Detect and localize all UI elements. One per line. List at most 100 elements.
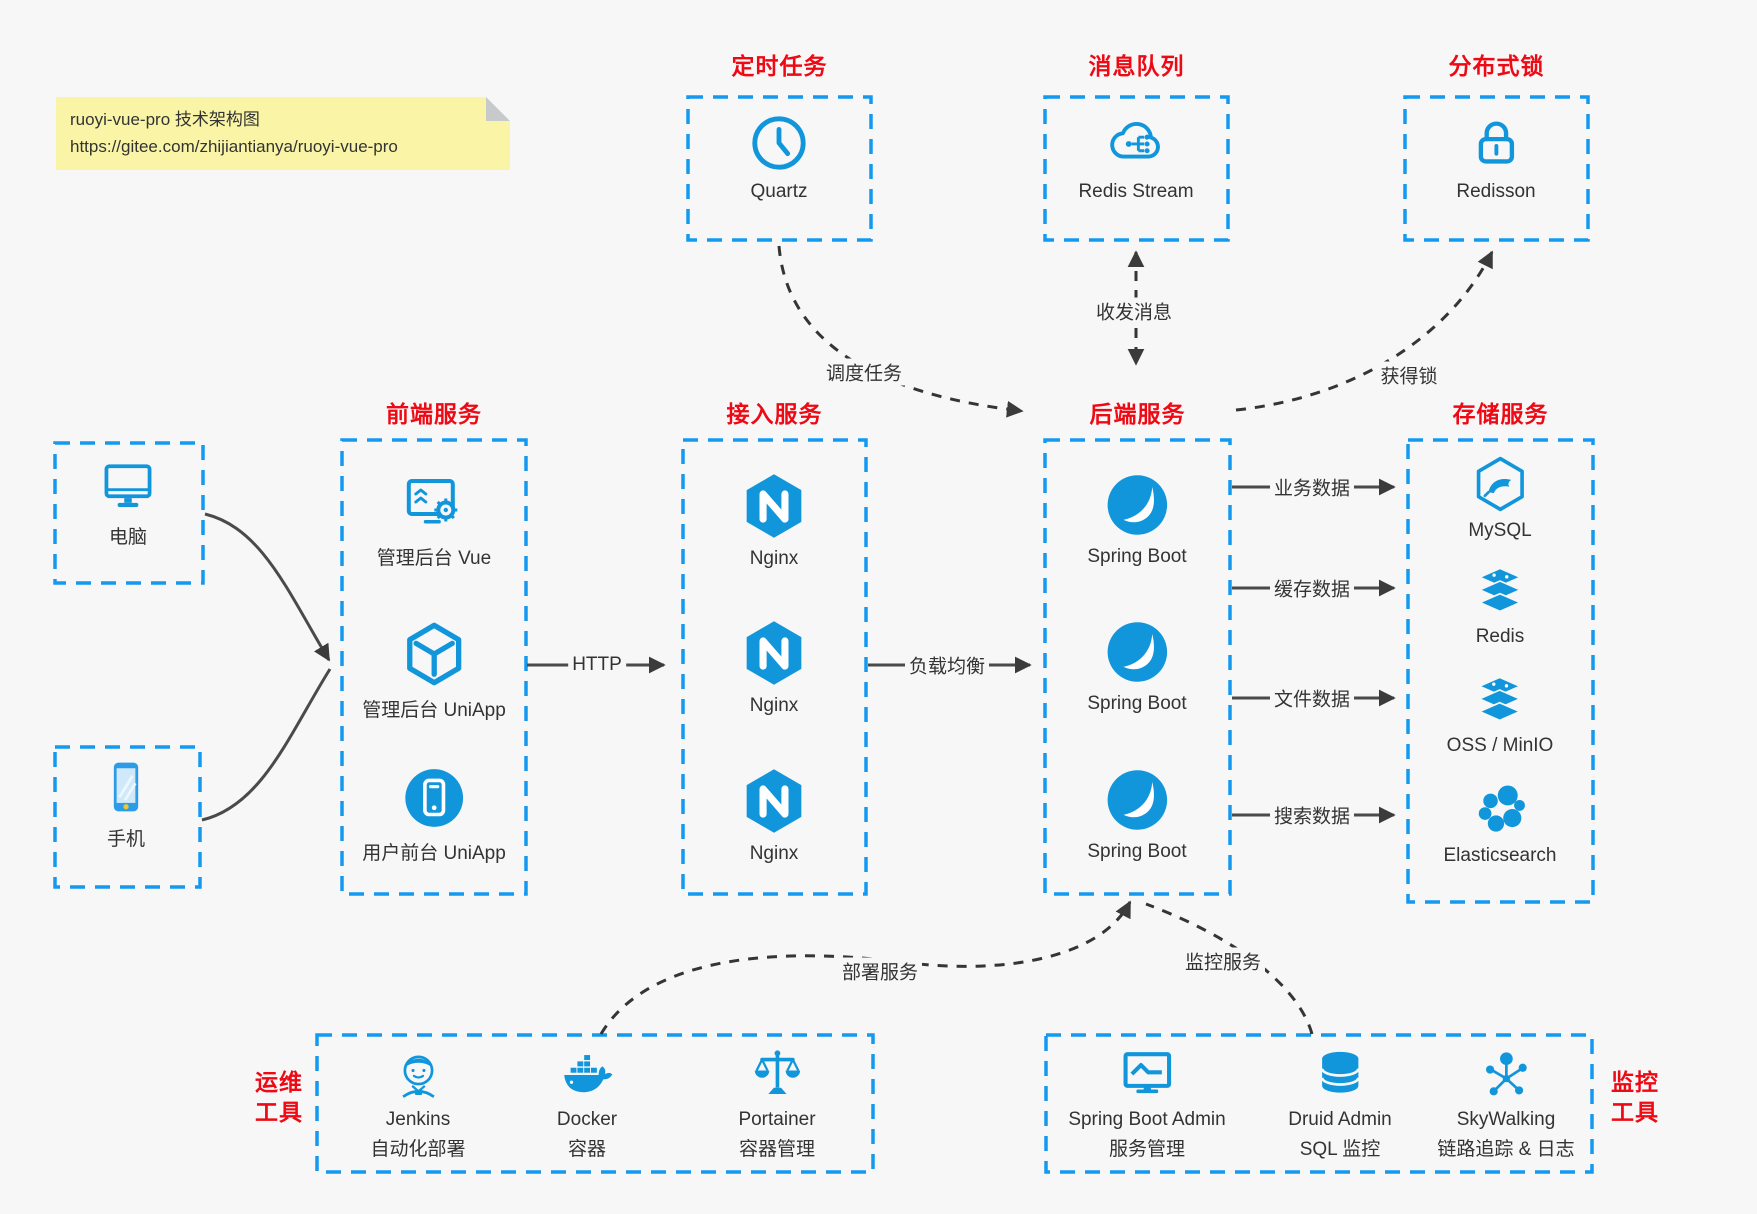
topology-icon [1485, 1052, 1527, 1096]
edge-label-business-data: 业务数据 [1269, 473, 1355, 501]
edge-label-monitor-service: 监控服务 [1180, 947, 1266, 975]
cloud-stream-icon [1109, 122, 1160, 159]
ops-tools-line2: 工具 [255, 1098, 303, 1125]
node-druid-admin: Druid Admin SQL 监控 [1288, 1046, 1392, 1161]
node-admin-vue: 管理后台 Vue [377, 472, 491, 570]
node-portainer: Portainer 容器管理 [738, 1046, 816, 1161]
layers-icon [1477, 676, 1523, 722]
note-fold-corner [486, 97, 510, 121]
nginx-icon [746, 621, 802, 685]
edge-phone-to-frontend [201, 668, 332, 822]
dashed-border [315, 1033, 875, 1174]
title-backend-services: 后端服务 [1089, 401, 1186, 427]
box-pc-client [53, 441, 205, 585]
edge-label-acquire-lock: 获得锁 [1376, 361, 1442, 389]
node-skywalking: SkyWalking 链路追踪 & 日志 [1437, 1046, 1575, 1161]
node-label: Nginx [749, 548, 799, 569]
node-docker: Docker 容器 [557, 1046, 617, 1161]
node-label: SkyWalking [1456, 1109, 1556, 1130]
spring-icon [1107, 622, 1167, 682]
box-distributed-lock [1403, 95, 1590, 242]
box-storage-services [1406, 438, 1595, 904]
node-label: 手机 [106, 829, 145, 850]
scales-icon [754, 1050, 800, 1095]
dashed-border [681, 438, 868, 896]
edge-label-load-balance: 负载均衡 [904, 651, 990, 679]
jenkins-icon [401, 1055, 435, 1098]
node-redis: Redis [1472, 565, 1528, 648]
edge-label-dispatch-task: 调度任务 [821, 358, 907, 386]
node-spring-2: Spring Boot [1087, 618, 1187, 715]
edge-pc-to-frontend [204, 512, 331, 662]
node-label: 管理后台 UniApp [362, 700, 506, 721]
node-nginx-2: Nginx [739, 618, 809, 717]
node-admin-uniapp: 管理后台 UniApp [362, 620, 506, 722]
monitor-tools-line1: 监控 [1611, 1069, 1659, 1095]
node-label: Redis Stream [1078, 181, 1194, 202]
node-sublabel: 服务管理 [1108, 1139, 1185, 1160]
dashed-border [53, 745, 202, 889]
node-label: Nginx [749, 695, 799, 716]
node-spring-3: Spring Boot [1087, 766, 1187, 863]
node-mysql: MySQL [1468, 455, 1532, 542]
dashed-border [1406, 438, 1595, 904]
database-icon [1320, 1051, 1360, 1093]
spring-icon [1107, 475, 1167, 535]
node-label: 电脑 [108, 527, 147, 548]
cube-icon [406, 622, 462, 686]
nginx-icon [746, 769, 802, 833]
layers-icon [1477, 567, 1523, 613]
dashed-border [1043, 95, 1230, 242]
box-ops-tools [315, 1033, 875, 1174]
node-quartz: Quartz [748, 112, 810, 203]
node-label: OSS / MinIO [1446, 735, 1554, 756]
title-access-services: 接入服务 [726, 401, 823, 427]
edge-label-http: HTTP [568, 654, 626, 676]
node-oss-minio: OSS / MinIO [1446, 674, 1554, 757]
title-scheduled-tasks: 定时任务 [731, 53, 828, 79]
box-access-services [681, 438, 868, 896]
box-phone-client [53, 745, 202, 889]
dashed-border [340, 438, 528, 896]
edge-label-cache-data: 缓存数据 [1269, 574, 1355, 602]
desktop-icon [104, 464, 152, 508]
mysql-icon [1476, 456, 1524, 512]
edge-acquire-lock-arrow [1235, 250, 1494, 412]
node-label: MySQL [1468, 520, 1532, 541]
node-label: Spring Boot [1087, 693, 1187, 714]
node-sublabel: 链路追踪 & 日志 [1437, 1139, 1575, 1160]
box-monitor-tools [1044, 1033, 1594, 1174]
dashed-border [1043, 438, 1232, 896]
node-jenkins: Jenkins 自动化部署 [370, 1046, 466, 1161]
node-pc: 电脑 [96, 455, 160, 549]
node-label: Redis [1475, 626, 1525, 647]
title-storage-services: 存储服务 [1452, 401, 1549, 427]
node-sublabel: 容器管理 [738, 1139, 816, 1160]
node-phone: 手机 [95, 757, 157, 851]
node-label: 管理后台 Vue [376, 548, 492, 569]
node-label: Spring Boot [1087, 546, 1187, 567]
node-elasticsearch: Elasticsearch [1444, 780, 1557, 867]
node-label: 用户前台 UniApp [362, 843, 506, 864]
title-frontend-services: 前端服务 [386, 401, 482, 427]
box-message-queue [1043, 95, 1230, 242]
sticky-note: ruoyi-vue-pro 技术架构图 https://gitee.com/zh… [56, 97, 510, 171]
edge-label-search-data: 搜索数据 [1269, 801, 1355, 829]
gear-icon [434, 498, 458, 522]
dashed-border [53, 441, 205, 585]
node-nginx-3: Nginx [739, 766, 809, 865]
monitor-tools-line2: 工具 [1611, 1098, 1659, 1125]
elastic-icon [1478, 785, 1525, 832]
node-label: Nginx [749, 843, 799, 864]
dashed-border [686, 95, 873, 242]
admin-vue-icon [406, 479, 458, 524]
node-spring-boot-admin: Spring Boot Admin 服务管理 [1068, 1046, 1226, 1161]
mobile-circle-icon [405, 769, 463, 827]
box-backend-services [1043, 438, 1232, 896]
node-sublabel: SQL 监控 [1299, 1139, 1381, 1160]
label-ops-tools: 运维 工具 [246, 1068, 312, 1128]
node-nginx-1: Nginx [739, 471, 809, 570]
edge-dispatch-task-arrow [777, 245, 1024, 418]
dashed-border [1044, 1033, 1594, 1174]
